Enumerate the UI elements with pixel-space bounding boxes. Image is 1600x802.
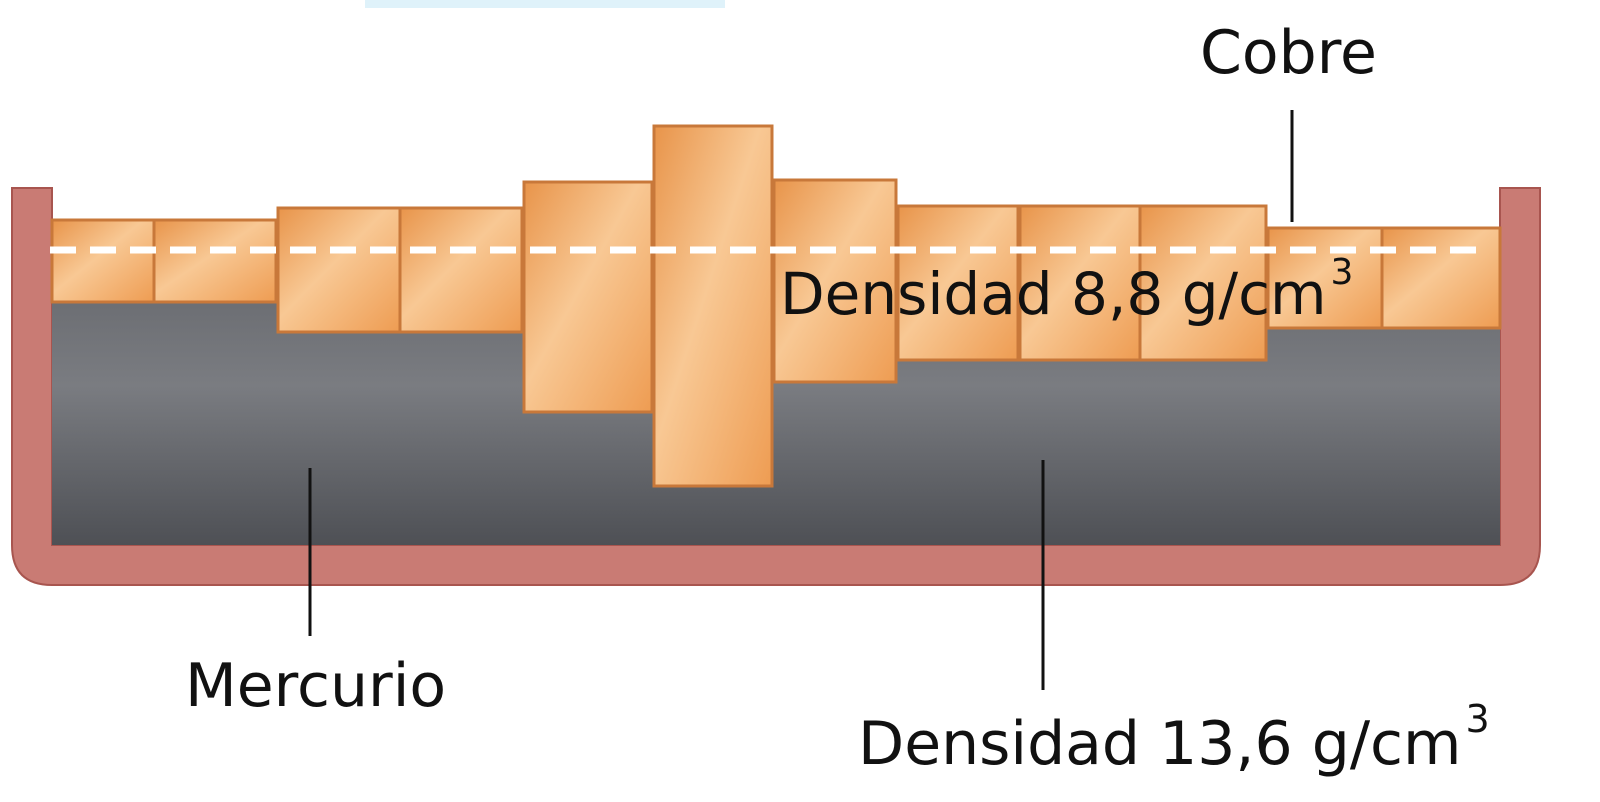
copper-density-label: Densidad 8,8 g/cm	[780, 260, 1326, 328]
tray	[11, 187, 1541, 586]
copper-density-exponent: 3	[1330, 252, 1353, 293]
copper-block	[398, 206, 524, 334]
copper-block	[772, 178, 898, 384]
copper-block	[276, 206, 402, 334]
copper-block	[1380, 226, 1502, 330]
copper-block	[1266, 226, 1384, 330]
copper-block	[522, 180, 654, 414]
top-strip	[365, 0, 725, 8]
mercury-density-exponent: 3	[1466, 697, 1490, 741]
copper-label: Cobre	[1200, 18, 1377, 88]
copper-block	[896, 204, 1020, 362]
mercury-density-label: Densidad 13,6 g/cm	[858, 709, 1462, 779]
copper-blocks	[50, 124, 1502, 488]
copper-block	[1138, 204, 1268, 362]
copper-block	[1018, 204, 1142, 362]
copper-block	[152, 218, 278, 304]
copper-block	[50, 218, 156, 304]
copper-block	[652, 124, 774, 488]
mercury-label: Mercurio	[185, 651, 446, 721]
